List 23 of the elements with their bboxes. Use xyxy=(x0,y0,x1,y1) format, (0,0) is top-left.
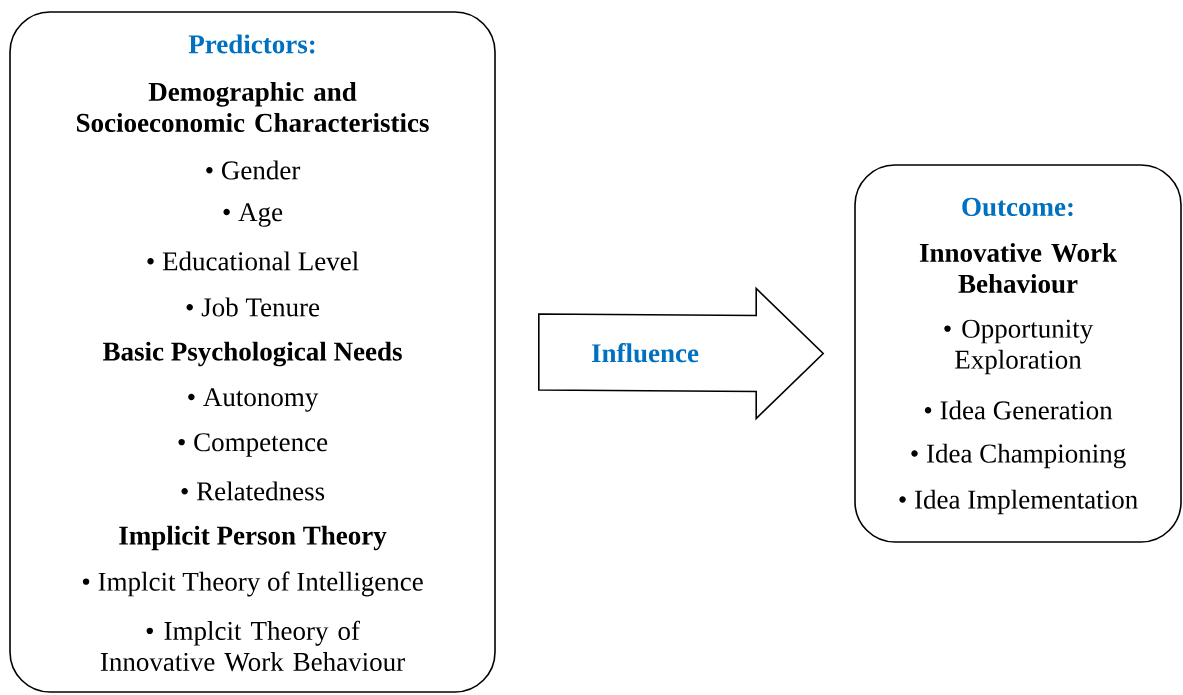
list-item: • Job Tenure xyxy=(186,297,320,317)
list-item: • Opportunity Exploration xyxy=(944,319,1094,375)
block-arrow xyxy=(538,286,825,421)
list-item: • Age xyxy=(223,203,283,227)
list-item: • Idea Generation xyxy=(924,400,1113,420)
section-heading: Basic Psychological Needs xyxy=(103,341,402,367)
list-item: • Educational Level xyxy=(147,251,359,271)
edge-label: Influence xyxy=(590,342,700,364)
list-item: • Idea Championing xyxy=(911,443,1126,469)
list-item: • Implcit Theory of Intelligence xyxy=(82,571,423,597)
box-heading: Predictors: xyxy=(188,34,315,54)
section-heading: Demographic and Socioeconomic Characteristics xyxy=(77,82,429,132)
section-heading: Implicit Person Theory xyxy=(119,525,387,551)
list-item: • Competence xyxy=(178,433,328,457)
predictors-box xyxy=(9,11,496,693)
list-item: • Gender xyxy=(206,160,301,180)
list-item: • Autonomy xyxy=(188,388,319,412)
box-heading: Outcome: xyxy=(962,197,1073,217)
list-item: • Implcit Theory of Innovative Work Behaviour xyxy=(100,620,405,672)
list-item: • Relatedness xyxy=(181,481,325,501)
section-heading: Innovative Work Behaviour xyxy=(919,242,1117,294)
list-item: • Idea Implementation xyxy=(899,489,1138,515)
outcome-box xyxy=(854,164,1182,543)
